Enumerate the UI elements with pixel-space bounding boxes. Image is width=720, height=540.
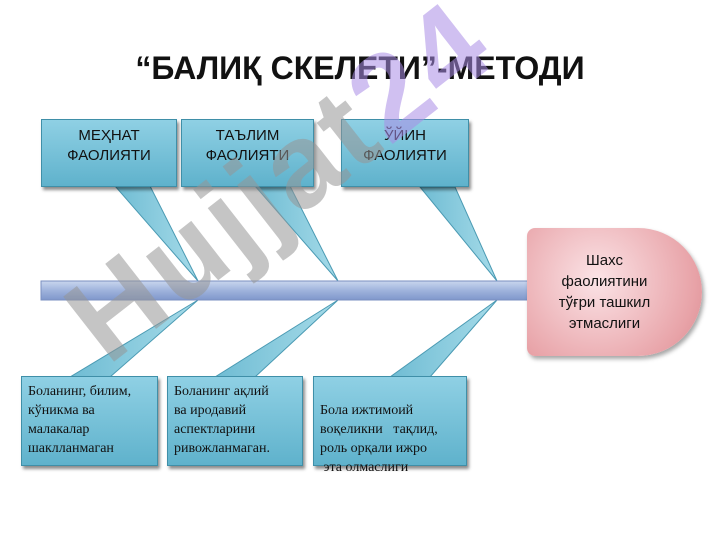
label: ФАОЛИЯТИ — [205, 147, 290, 164]
bottom-box-3: Бола ижтимоий воқеликни тақлид, роль орқал… — [313, 376, 467, 475]
label: МЕҲНАТ — [78, 127, 140, 144]
bone-top-3 — [418, 186, 498, 282]
label: ФАОЛИЯТИ — [67, 147, 151, 164]
top-box-3: ЎЙИН ФАОЛИЯТИ — [341, 119, 469, 187]
bone-bottom-3 — [388, 299, 498, 378]
top-box-2: ТАЪЛИМ ФАОЛИЯТИ — [181, 119, 314, 187]
bone-bottom-1 — [68, 299, 199, 378]
label: воқеликни тақлид, — [320, 422, 438, 437]
bone-bottom-2 — [213, 299, 339, 378]
bottom-box-2: Боланинг ақлий ва иродавий аспектларини рив… — [167, 376, 303, 466]
label: Шахс — [586, 252, 623, 269]
label: ФАОЛИЯТИ — [363, 147, 447, 164]
label: Боланинг ақлий — [174, 384, 269, 399]
label: шаклланмаган — [28, 441, 114, 456]
label: тўғри ташкил — [558, 294, 651, 311]
label: малакалар — [28, 422, 90, 437]
label: ривожланмаган. — [174, 441, 270, 456]
label: ва иродавий — [174, 403, 247, 418]
top-box-1: МЕҲНАТ ФАОЛИЯТИ — [41, 119, 177, 187]
label: эта олмаслиги — [320, 460, 409, 475]
bone-top-1 — [113, 185, 199, 282]
label: аспектларини — [174, 422, 256, 437]
label: Боланинг, билим, — [28, 384, 132, 399]
label: Бола ижтимоий — [320, 403, 414, 418]
page-title: “БАЛИҚ СКЕЛЕТИ”-МЕТОДИ — [135, 50, 585, 86]
label: роль орқали ижро — [320, 441, 427, 456]
bottom-box-1: Боланинг, билим, кўникма ва малакалар шаклл… — [21, 376, 158, 466]
label: кўникма ва — [28, 403, 95, 418]
label: ТАЪЛИМ — [215, 127, 280, 144]
label: этмаслиги — [568, 315, 641, 332]
label: фаолиятини — [561, 273, 648, 290]
fish-head: Шахс фаолиятини тўғри ташкил этмаслиги — [527, 228, 702, 356]
spine — [40, 280, 529, 301]
bone-top-2 — [253, 185, 339, 282]
label: ЎЙИН — [384, 127, 426, 144]
